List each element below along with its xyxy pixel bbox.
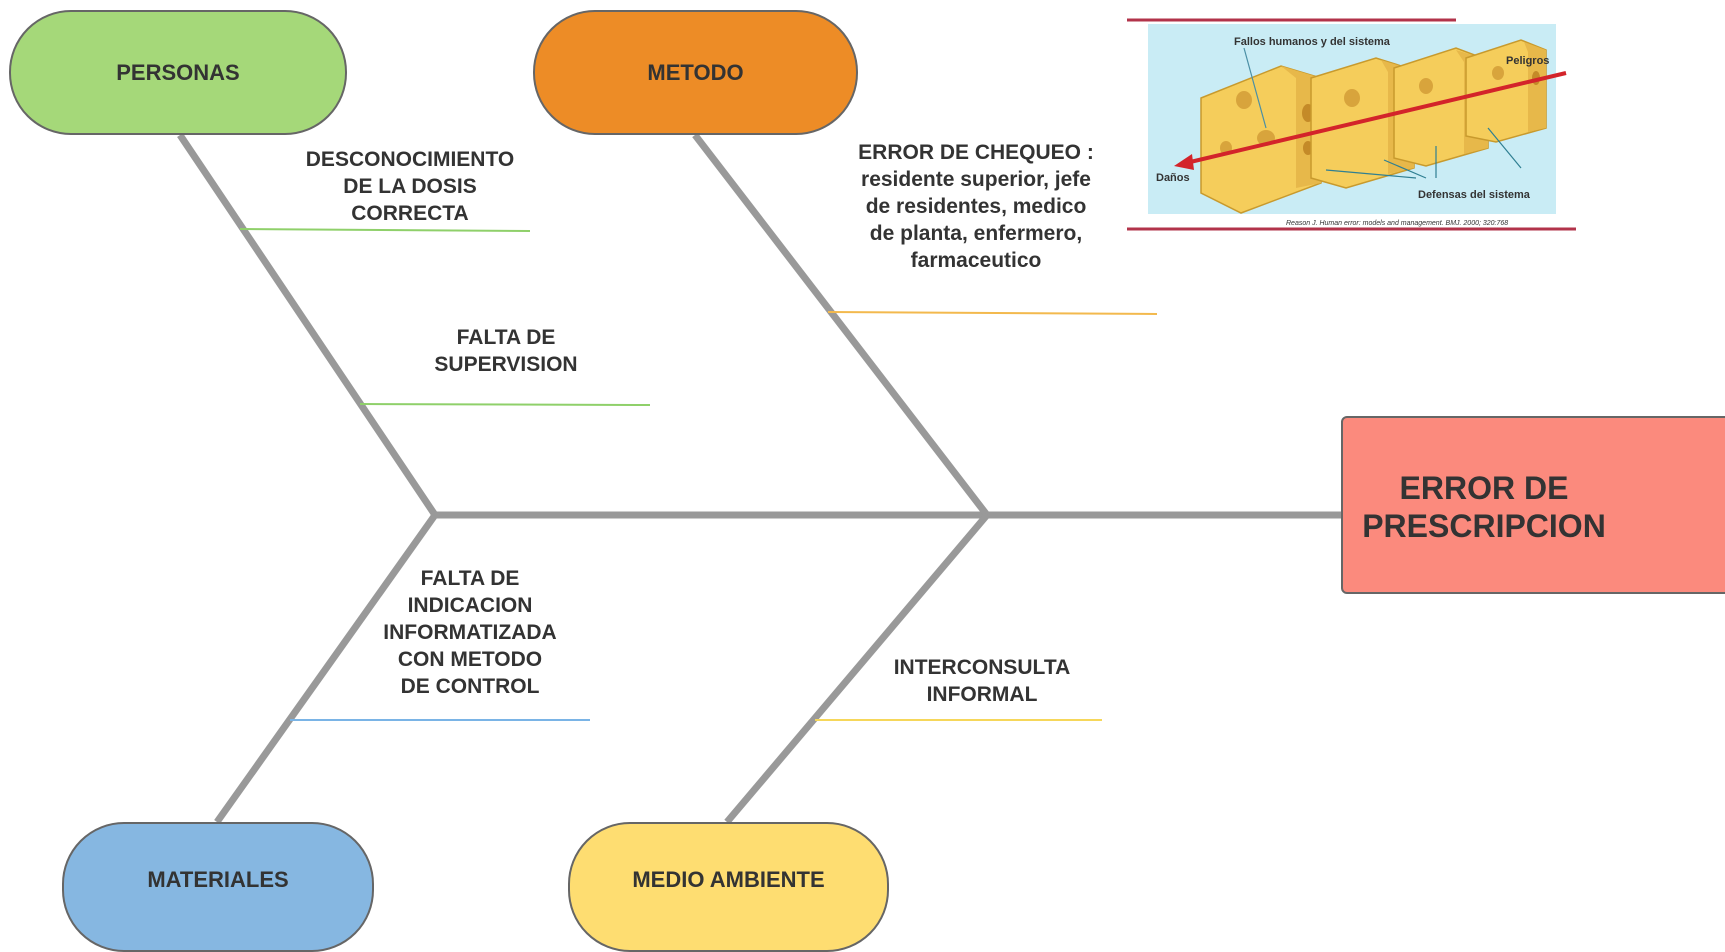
cause-line-chequeo	[827, 311, 1158, 315]
effect-box: ERROR DE PRESCRIPCION	[1341, 416, 1725, 594]
ref-label-top: Fallos humanos y del sistema	[1234, 36, 1391, 48]
hazard-arrow	[1185, 71, 1567, 165]
category-personas-label: PERSONAS	[116, 59, 240, 85]
bone-metodo	[692, 132, 990, 518]
ref-label-peligros: Peligros	[1506, 55, 1549, 67]
cause-falta-supervision: FALTA DE SUPERVISION	[434, 326, 578, 376]
cause-desconocimiento: DESCONOCIMIENTO DE LA DOSIS CORRECTA	[305, 148, 515, 225]
category-metodo: METODO	[533, 10, 858, 135]
category-materiales-label: MATERIALES	[147, 867, 289, 892]
bone-medio-ambiente	[724, 512, 990, 825]
cause-falta-indicacion: FALTA DE INDICACION INFORMATIZADA CON ME…	[383, 567, 557, 698]
category-materiales: MATERIALES	[62, 822, 374, 952]
cause-error-chequeo: ERROR DE CHEQUEO : residente superior, j…	[858, 141, 1094, 272]
bone-personas	[177, 133, 438, 517]
swiss-cheese-model-image: Fallos humanos y del sistema Peligros Da…	[1127, 18, 1576, 231]
bone-materiales	[214, 512, 438, 825]
ref-label-defensas: Defensas del sistema	[1418, 189, 1531, 201]
category-personas: PERSONAS	[9, 10, 347, 135]
category-medio-ambiente: MEDIO AMBIENTE	[568, 822, 889, 952]
cause-line-desconocimiento	[239, 228, 531, 232]
ref-label-danos: Daños	[1156, 172, 1190, 184]
cheese-slices	[1200, 39, 1547, 214]
cause-line-supervision	[359, 403, 651, 406]
cause-interconsulta: INTERCONSULTA INFORMAL	[893, 656, 1071, 706]
category-medio-ambiente-label: MEDIO AMBIENTE	[632, 867, 825, 892]
effect-label: ERROR DE PRESCRIPCION	[1362, 470, 1606, 544]
category-metodo-label: METODO	[647, 59, 744, 85]
ref-citation: Reason J. Human error: models and manage…	[1286, 220, 1508, 227]
